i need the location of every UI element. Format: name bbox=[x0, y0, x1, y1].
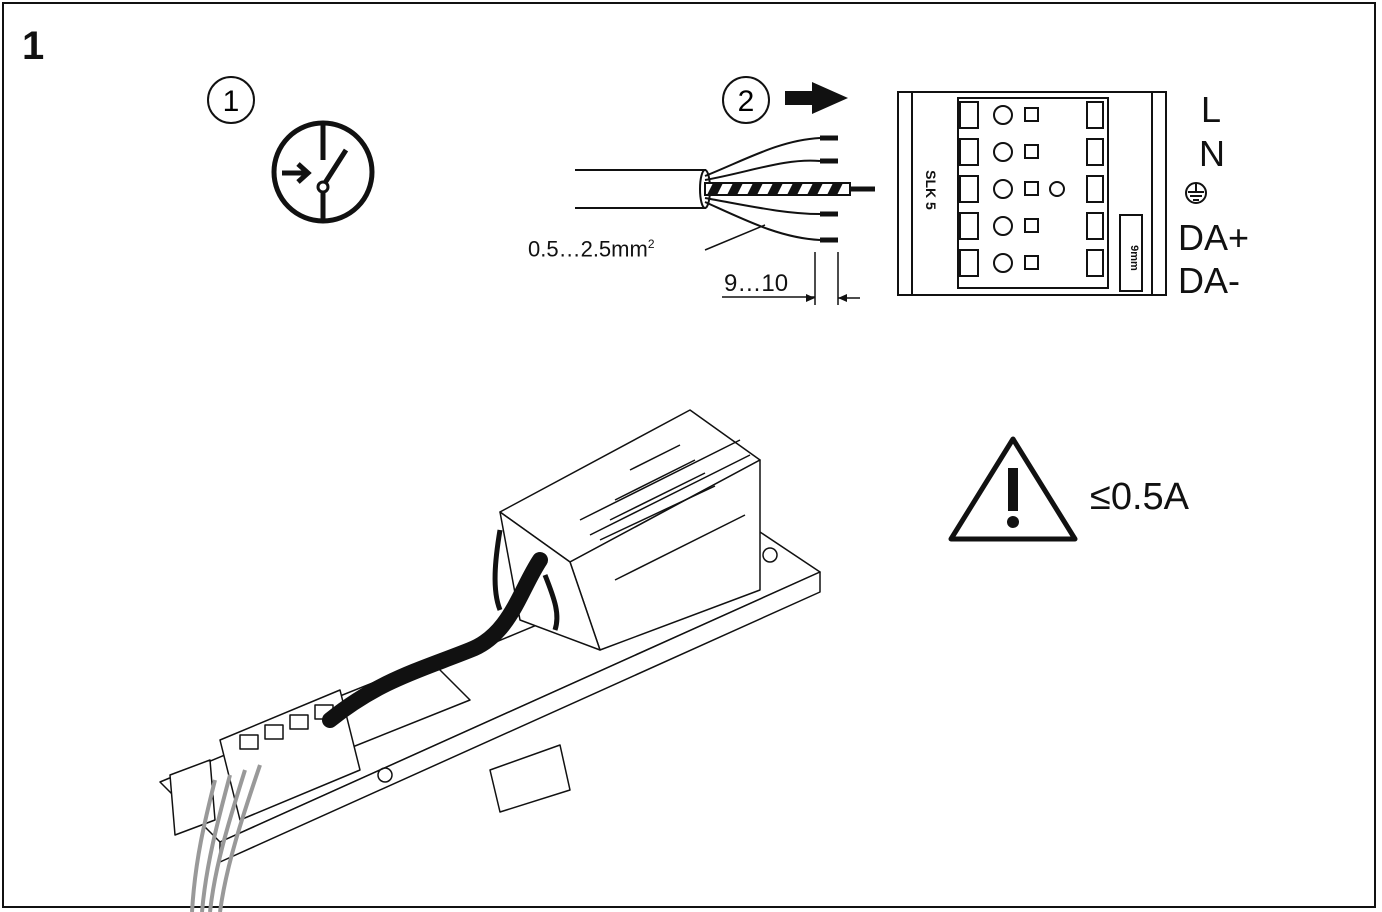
terminal-model-label: SLK 5 bbox=[923, 170, 939, 210]
substep-1-number: 1 bbox=[223, 85, 240, 118]
current-limit-label: ≤0.5A bbox=[1090, 476, 1190, 518]
substep-1-marker: 1 bbox=[207, 76, 255, 124]
terminal-label-n: N bbox=[1199, 133, 1225, 174]
substep-2-number: 2 bbox=[738, 85, 755, 118]
strip-length-label: 9…10 bbox=[724, 270, 789, 297]
mounting-rail-assembly bbox=[159, 409, 821, 863]
stripped-cable bbox=[575, 135, 875, 305]
power-switch-off-icon bbox=[271, 120, 375, 224]
supply-wires bbox=[190, 764, 262, 912]
cross-section-label: 0.5…2.5mm2 bbox=[528, 236, 655, 262]
substep-2-marker: 2 bbox=[722, 76, 770, 124]
slk5-terminal-block: SLK 5 9mm bbox=[897, 91, 1167, 296]
terminal-label-da-plus: DA+ bbox=[1178, 217, 1250, 258]
step-number: 1 bbox=[22, 24, 45, 68]
terminal-label-l: L bbox=[1201, 89, 1222, 130]
terminal-gauge-label: 9mm bbox=[1128, 245, 1140, 271]
protective-earth-icon bbox=[1185, 182, 1207, 204]
terminal-label-da-minus: DA- bbox=[1178, 260, 1240, 301]
warning-triangle-icon bbox=[948, 436, 1078, 542]
right-arrow-icon bbox=[785, 82, 848, 114]
